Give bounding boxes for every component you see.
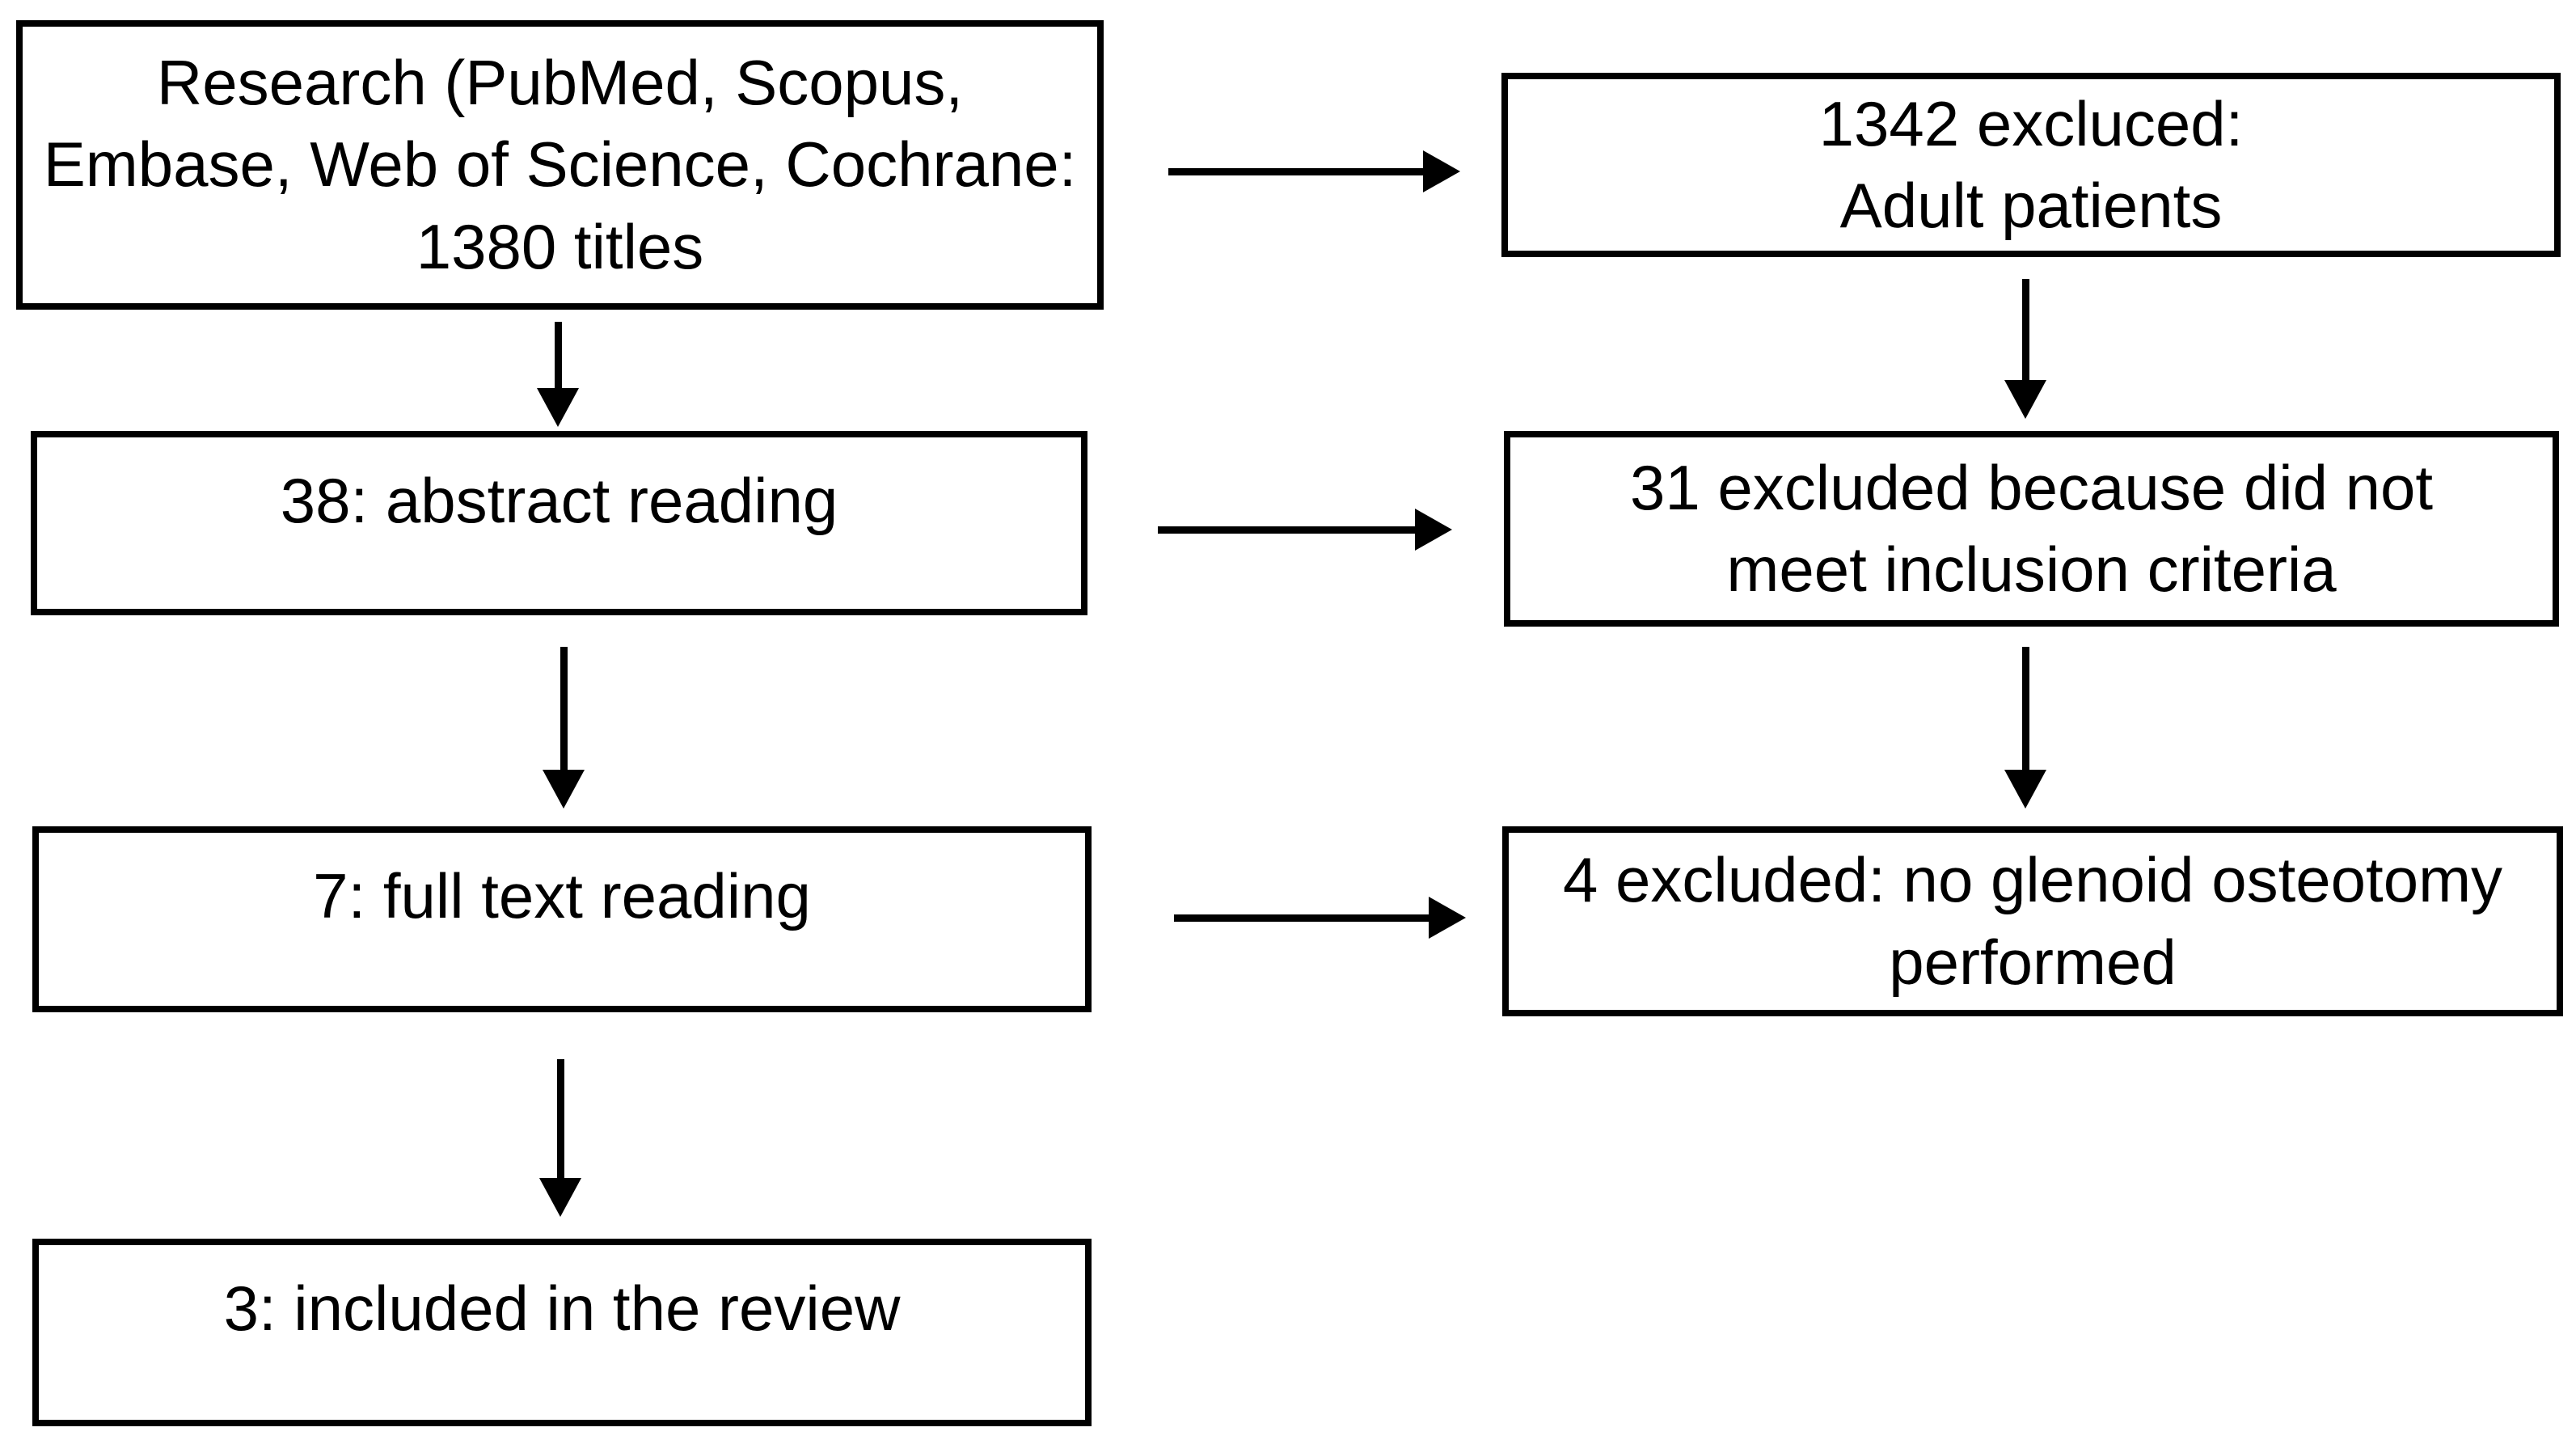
arrow-right-head-icon	[1429, 897, 1466, 939]
arrow-shaft	[555, 322, 562, 388]
box-included-in-review: 3: included in the review	[32, 1239, 1092, 1426]
box-excluded-full-text-label: 4 excluded: no glenoid osteotomy perform…	[1562, 844, 2503, 998]
box-search-results: Research (PubMed, Scopus, Embase, Web of…	[16, 20, 1104, 310]
box-abstract-reading-label: 38: abstract reading	[280, 465, 838, 536]
arrow-down-head-icon	[2004, 770, 2046, 809]
arrow-shaft	[1174, 914, 1429, 922]
arrow-down-head-icon	[539, 1178, 581, 1217]
arrow-shaft	[2022, 647, 2029, 770]
box-excluded-titles-label: 1342 excluced: Adult patients	[1818, 87, 2244, 241]
arrow-down-head-icon	[2004, 380, 2046, 419]
arrow-down-head-icon	[543, 770, 585, 809]
arrow-shaft	[560, 647, 568, 770]
box-excluded-abstracts: 31 excluded because did not meet inclusi…	[1504, 431, 2559, 627]
box-excluded-titles: 1342 excluced: Adult patients	[1501, 73, 2561, 257]
arrow-right-head-icon	[1423, 150, 1460, 192]
arrow-shaft	[1158, 526, 1415, 534]
box-full-text-reading-label: 7: full text reading	[313, 860, 811, 931]
box-abstract-reading: 38: abstract reading	[31, 431, 1087, 615]
arrow-shaft	[1168, 168, 1423, 175]
box-excluded-abstracts-label: 31 excluded because did not meet inclusi…	[1629, 451, 2434, 605]
arrow-right-head-icon	[1415, 509, 1452, 551]
arrow-shaft	[2022, 279, 2029, 380]
box-excluded-full-text: 4 excluded: no glenoid osteotomy perform…	[1502, 826, 2563, 1016]
box-search-results-label: Research (PubMed, Scopus, Embase, Web of…	[43, 46, 1077, 282]
box-full-text-reading: 7: full text reading	[32, 826, 1092, 1012]
box-included-in-review-label: 3: included in the review	[223, 1273, 901, 1344]
arrow-down-head-icon	[537, 388, 579, 427]
arrow-shaft	[557, 1059, 564, 1178]
